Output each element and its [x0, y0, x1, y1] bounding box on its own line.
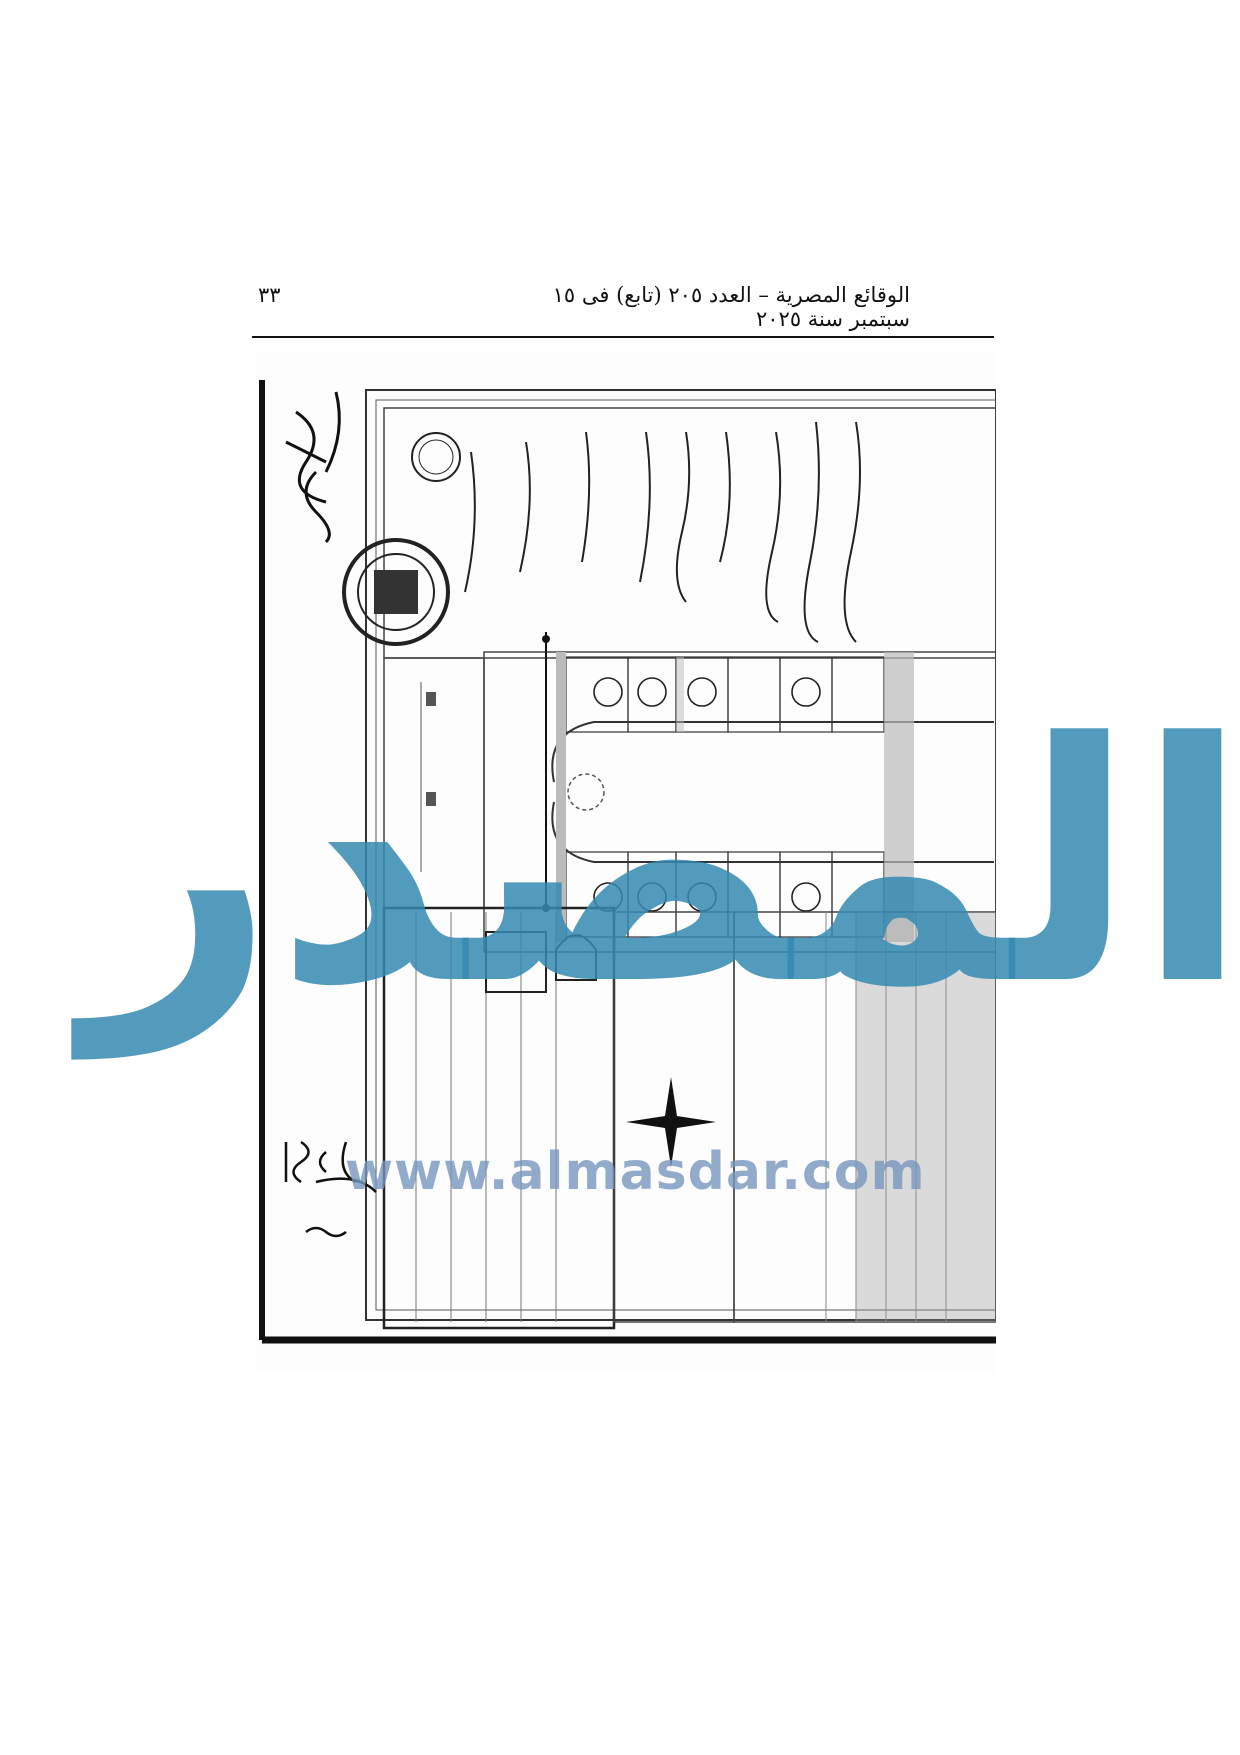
scanned-site-plan [256, 352, 996, 1372]
header-rule [252, 336, 994, 338]
page-header-title: الوقائع المصرية – العدد ٢٠٥ (تابع) فى ١٥… [552, 283, 910, 331]
page-number: ٣٣ [258, 283, 281, 307]
